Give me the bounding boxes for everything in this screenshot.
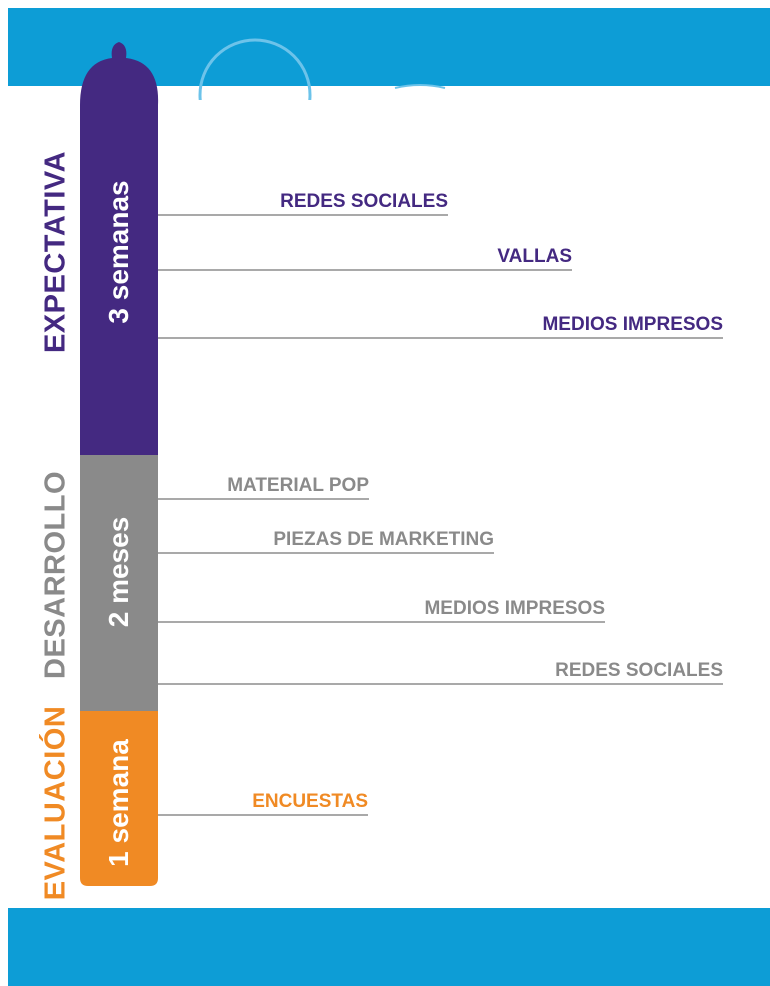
item-medios-impresos: MEDIOS IMPRESOS bbox=[158, 313, 723, 339]
item-label: REDES SOCIALES bbox=[280, 191, 448, 212]
item-redes-sociales-2: REDES SOCIALES bbox=[158, 659, 723, 685]
duration-expectativa: 3 semanas bbox=[103, 180, 134, 324]
item-connector-line bbox=[158, 683, 723, 685]
item-connector-line bbox=[158, 621, 605, 623]
item-encuestas: ENCUESTAS bbox=[158, 790, 368, 816]
item-connector-line bbox=[158, 269, 572, 271]
item-piezas-de-marketing: PIEZAS DE MARKETING bbox=[158, 528, 494, 554]
item-label: VALLAS bbox=[497, 246, 572, 267]
phase-label-expectativa: EXPECTATIVA bbox=[39, 150, 72, 354]
item-label: MEDIOS IMPRESOS bbox=[424, 598, 605, 619]
item-material-pop: MATERIAL POP bbox=[158, 474, 369, 500]
item-redes-sociales: REDES SOCIALES bbox=[158, 190, 448, 216]
expectativa-segment bbox=[80, 42, 159, 455]
item-label: REDES SOCIALES bbox=[555, 660, 723, 681]
desarrollo-segment bbox=[80, 455, 158, 711]
item-connector-line bbox=[158, 498, 369, 500]
duration-evaluacion: 1 semana bbox=[103, 739, 134, 867]
duration-desarrollo: 2 meses bbox=[103, 516, 134, 628]
item-connector-line bbox=[158, 552, 494, 554]
item-label: ENCUESTAS bbox=[252, 791, 368, 812]
item-vallas: VALLAS bbox=[158, 245, 572, 271]
item-medios-impresos-2: MEDIOS IMPRESOS bbox=[158, 597, 605, 623]
item-connector-line bbox=[158, 814, 368, 816]
item-connector-line bbox=[158, 337, 723, 339]
item-connector-line bbox=[158, 214, 448, 216]
bottom-banner bbox=[8, 908, 770, 986]
item-label: MATERIAL POP bbox=[227, 475, 369, 496]
phase-label-evaluacion: EVALUACIÓN bbox=[39, 705, 72, 901]
evaluacion-segment bbox=[80, 711, 158, 886]
item-label: PIEZAS DE MARKETING bbox=[273, 529, 494, 550]
item-label: MEDIOS IMPRESOS bbox=[542, 314, 723, 335]
phase-label-desarrollo: DESARROLLO bbox=[39, 471, 72, 679]
